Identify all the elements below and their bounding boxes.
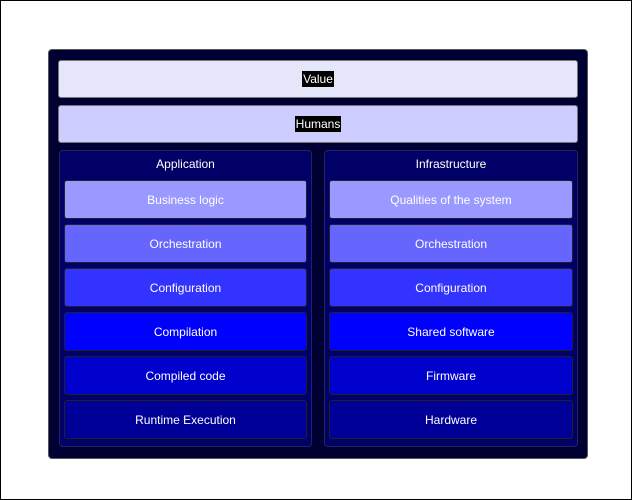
application-title: Application xyxy=(156,157,215,171)
layer-block: Business logic xyxy=(64,180,307,219)
layer-block: Configuration xyxy=(64,268,307,307)
layer-label: Shared software xyxy=(407,324,495,339)
layer-label: Business logic xyxy=(147,192,224,207)
layer-block: Qualities of the system xyxy=(329,180,573,219)
infrastructure-title: Infrastructure xyxy=(415,157,487,171)
layer-block: Firmware xyxy=(329,356,573,395)
layer-label: Hardware xyxy=(424,412,478,427)
layer-label: Configuration xyxy=(149,280,222,295)
value-label: Value xyxy=(302,71,334,87)
layer-label: Compilation xyxy=(153,324,218,339)
layer-label: Firmware xyxy=(426,368,476,383)
layer-label: Compiled code xyxy=(145,368,226,383)
layer-block: Orchestration xyxy=(64,224,307,263)
humans-band: Humans xyxy=(58,105,578,143)
layer-label: Orchestration xyxy=(414,236,488,251)
layer-label: Runtime Execution xyxy=(135,412,236,427)
layer-label: Orchestration xyxy=(149,236,222,251)
humans-label: Humans xyxy=(294,116,342,132)
layer-block: Compilation xyxy=(64,312,307,351)
layer-block: Hardware xyxy=(329,400,573,439)
layer-block: Compiled code xyxy=(64,356,307,395)
layer-label: Qualities of the system xyxy=(390,192,512,207)
layer-block: Configuration xyxy=(329,268,573,307)
layer-block: Shared software xyxy=(329,312,573,351)
value-band: Value xyxy=(58,60,578,98)
layer-label: Configuration xyxy=(415,280,487,295)
layer-block: Runtime Execution xyxy=(64,400,307,439)
layer-block: Orchestration xyxy=(329,224,573,263)
